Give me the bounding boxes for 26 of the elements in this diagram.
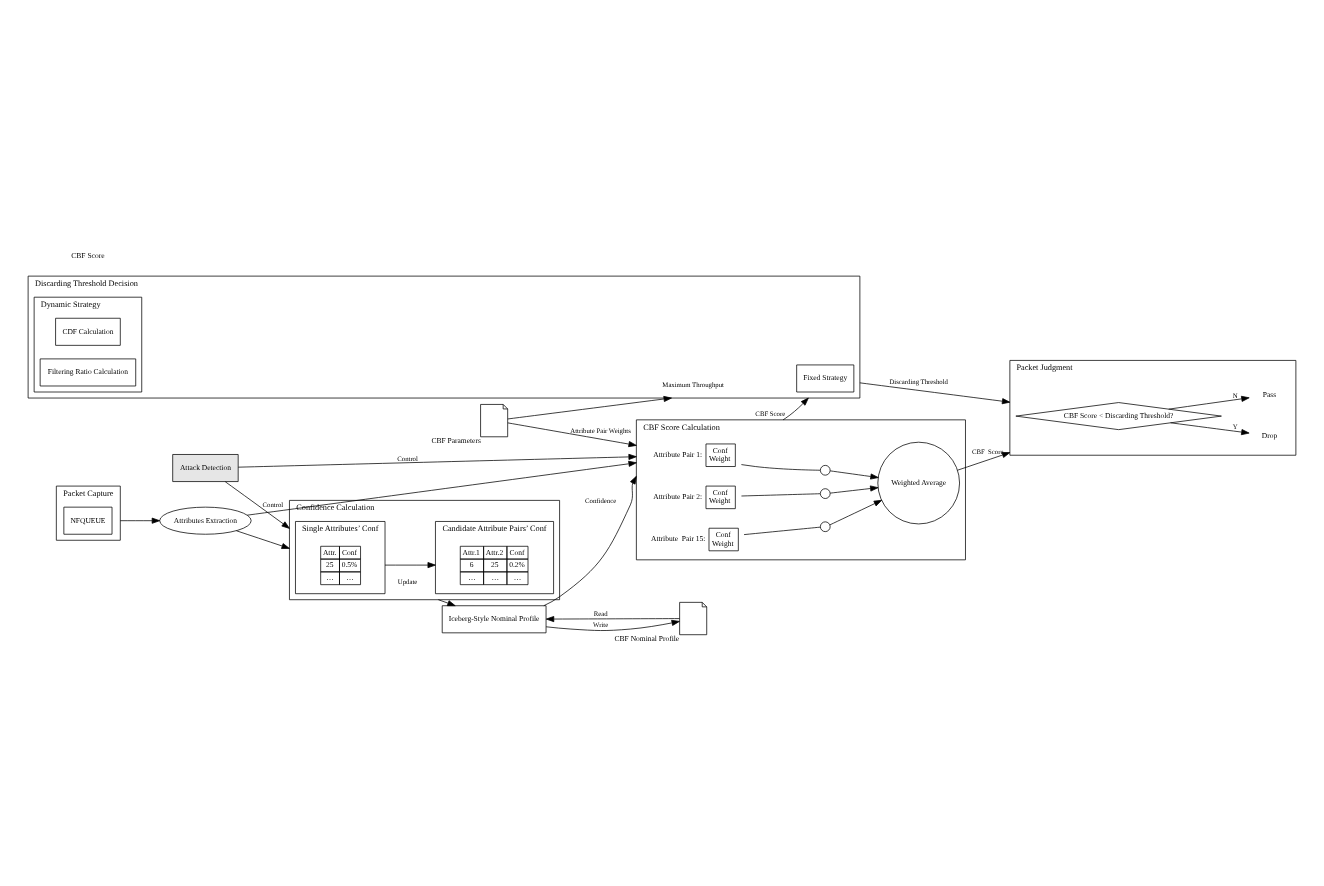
arrow [545,619,680,631]
arrow [507,396,672,420]
arrow [957,452,1011,471]
arrow [543,475,637,607]
arrow [224,481,290,529]
connector [741,493,821,497]
node-circle [820,488,831,499]
arrow [237,453,637,468]
arrow [236,530,290,549]
arrow [545,616,680,623]
arrow [859,382,1011,405]
arrow [246,460,637,516]
arrow [507,422,637,448]
arrow [384,562,436,569]
connector [743,526,821,535]
connector [741,464,821,471]
arrow [829,470,879,480]
node-circle [820,521,831,532]
arrow [829,485,879,494]
arrow [119,517,161,524]
arrow [782,397,809,421]
arrow [1168,395,1250,410]
arrow [1170,422,1250,436]
arrow [829,499,883,526]
arrow [437,599,456,607]
node-circle [820,465,831,476]
